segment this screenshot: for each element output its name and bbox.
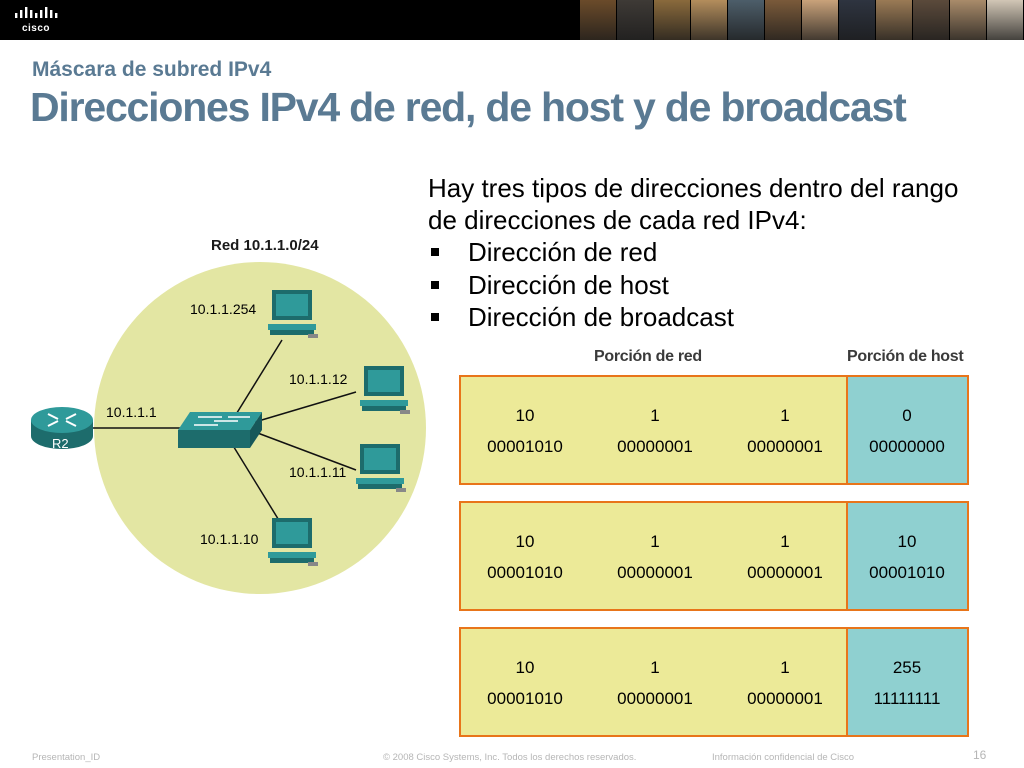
octet-binary: 00000001	[747, 563, 823, 582]
octet-binary: 00001010	[869, 563, 945, 582]
address-row-network: 10 1 1 0 00001010 00000001 00000001 0000…	[459, 375, 969, 485]
host-ip-label: 10.1.1.11	[289, 464, 347, 480]
host-ip-label: 10.1.1.12	[289, 371, 348, 387]
octet-decimal: 0	[902, 406, 912, 425]
header-photo	[802, 0, 838, 40]
host-portion-label: Porción de host	[847, 348, 964, 365]
octet-decimal: 1	[780, 658, 790, 677]
cisco-logo-text: cisco	[22, 23, 50, 34]
octet-binary: 00001010	[487, 437, 563, 456]
octet-binary: 00000001	[617, 437, 693, 456]
host-portion-box	[846, 627, 969, 737]
link-host-254	[234, 339, 283, 417]
header-photo	[950, 0, 986, 40]
pc-icon	[356, 444, 406, 492]
host-portion-box	[846, 375, 969, 485]
octet-binary: 00001010	[487, 563, 563, 582]
octet-decimal: 10	[515, 658, 535, 677]
top-banner: cisco	[0, 0, 1024, 40]
pc-icon	[268, 290, 318, 338]
header-photo	[876, 0, 912, 40]
octet-decimal: 255	[892, 658, 922, 677]
bullet-item: Dirección de red	[428, 236, 734, 269]
bullet-item: Dirección de broadcast	[428, 301, 734, 334]
network-portion-label: Porción de red	[594, 348, 702, 365]
network-links	[92, 339, 357, 523]
octet-binary: 00000001	[747, 689, 823, 708]
octet-binary: 00001010	[487, 689, 563, 708]
router-label: R2	[52, 436, 69, 451]
bullet-list: Dirección de red Dirección de host Direc…	[428, 236, 734, 334]
host-ip-label: 10.1.1.254	[190, 301, 256, 317]
pc-icon	[268, 518, 318, 566]
header-photo	[765, 0, 801, 40]
header-photo	[839, 0, 875, 40]
octet-decimal: 10	[515, 406, 535, 425]
bullet-square-icon	[431, 313, 439, 321]
header-photo	[913, 0, 949, 40]
link-host-10	[231, 443, 281, 523]
bullet-item: Dirección de host	[428, 269, 734, 302]
header-photo	[728, 0, 764, 40]
header-photo	[654, 0, 690, 40]
intro-text: Hay tres tipos de direcciones dentro del…	[428, 173, 959, 235]
octet-binary: 00000001	[617, 563, 693, 582]
octet-decimal: 10	[515, 532, 535, 551]
address-row-broadcast: 10 1 1 255 00001010 00000001 00000001 11…	[459, 627, 969, 737]
slide-number: 16	[973, 748, 987, 762]
host-portion-box	[846, 501, 969, 611]
header-photo	[617, 0, 653, 40]
octet-binary: 00000000	[869, 437, 945, 456]
header-photo	[691, 0, 727, 40]
footer-presentation-id: Presentation_ID	[32, 752, 101, 763]
octet-decimal: 1	[780, 532, 790, 551]
octet-decimal: 1	[650, 406, 660, 425]
slide-title: Direcciones IPv4 de red, de host y de br…	[30, 84, 907, 130]
header-photo	[987, 0, 1023, 40]
octet-binary: 00000001	[747, 437, 823, 456]
host-ip-label: 10.1.1.10	[200, 531, 259, 547]
bullet-text: Dirección de red	[468, 237, 658, 267]
bullet-square-icon	[431, 280, 439, 289]
network-portion-box	[459, 501, 852, 611]
bullet-text: Dirección de broadcast	[468, 302, 734, 332]
octet-binary: 11111111	[873, 689, 941, 708]
pc-icon	[360, 366, 410, 414]
octet-decimal: 1	[650, 532, 660, 551]
slide-subtitle: Máscara de subred IPv4	[32, 58, 272, 81]
octet-decimal: 1	[780, 406, 790, 425]
octet-decimal: 10	[897, 532, 917, 551]
router-ip-label: 10.1.1.1	[106, 404, 157, 420]
address-row-host: 10 1 1 10 00001010 00000001 00000001 000…	[459, 501, 969, 611]
bullet-square-icon	[431, 248, 439, 256]
octet-binary: 00000001	[617, 689, 693, 708]
header-photo	[580, 0, 616, 40]
footer-copyright: © 2008 Cisco Systems, Inc. Todos los der…	[383, 752, 637, 763]
link-host-11	[254, 431, 357, 471]
octet-decimal: 1	[650, 658, 660, 677]
network-portion-box	[459, 375, 852, 485]
network-portion-box	[459, 627, 852, 737]
switch-icon	[178, 412, 262, 448]
footer-confidential: Información confidencial de Cisco	[712, 752, 855, 763]
router-icon	[31, 407, 93, 449]
cisco-logo: cisco	[15, 7, 58, 34]
bullet-text: Dirección de host	[468, 269, 669, 300]
network-label: Red 10.1.1.0/24	[211, 237, 319, 254]
link-host-12	[254, 391, 357, 423]
